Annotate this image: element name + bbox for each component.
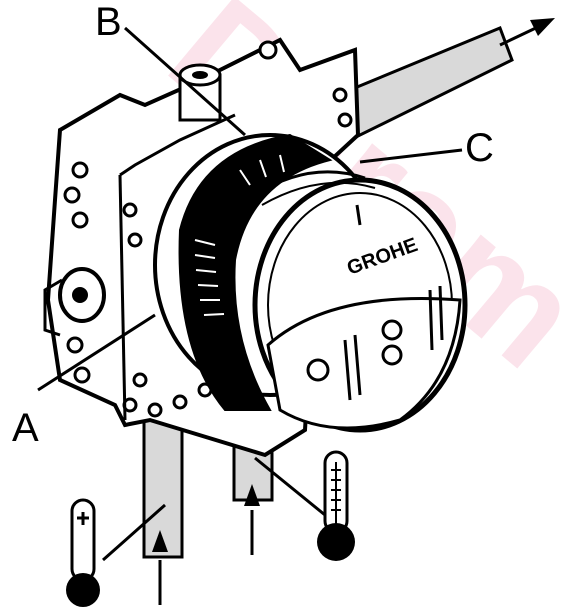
side-valve xyxy=(43,267,106,337)
outlet-arrow-icon xyxy=(499,18,555,47)
thermometer-cold-icon xyxy=(66,498,166,607)
cold-inlet-arrow-icon xyxy=(152,530,168,605)
thermostat-body xyxy=(153,133,468,433)
inlet-pipe-cold xyxy=(142,403,184,559)
callout-a: A xyxy=(12,406,39,450)
thermometer-hot-icon xyxy=(254,450,355,561)
callout-c: C xyxy=(465,126,494,170)
top-valve-knob xyxy=(178,63,222,122)
hot-inlet-arrow-icon xyxy=(244,484,260,555)
callout-b: B xyxy=(95,0,122,44)
callout-leader-lines xyxy=(37,26,463,392)
